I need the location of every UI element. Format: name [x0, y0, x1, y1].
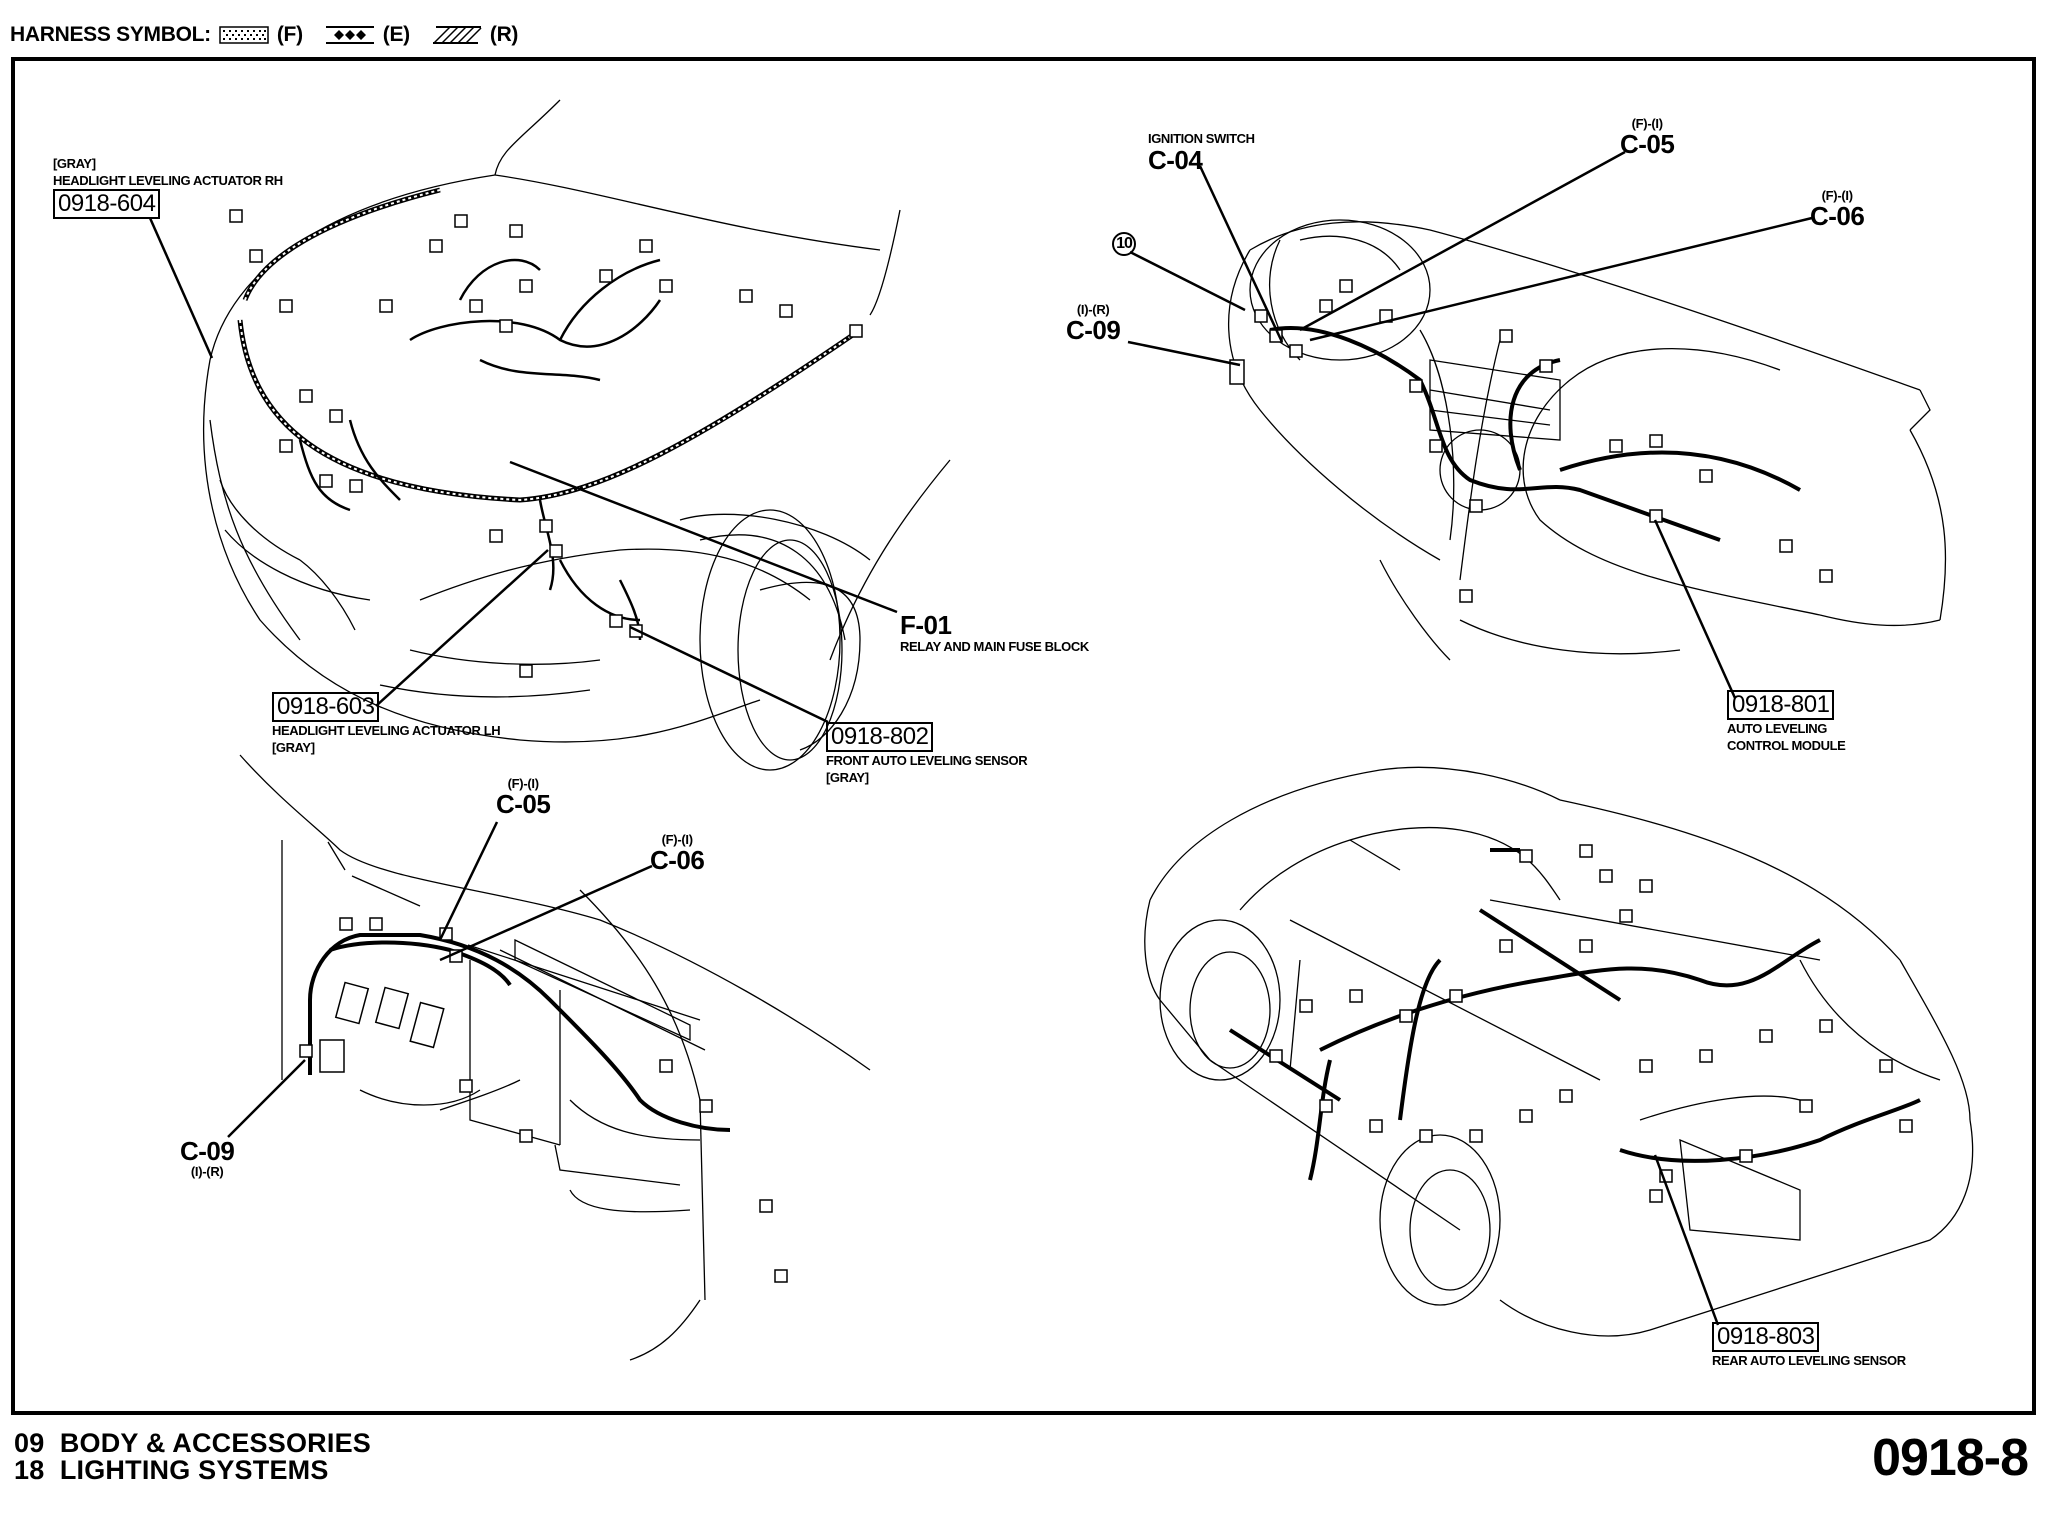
hatched-harness-symbol-icon	[432, 26, 482, 44]
legend-title: HARNESS SYMBOL:	[10, 23, 211, 46]
callout-0918-801: 0918-801 AUTO LEVELING CONTROL MODULE	[1727, 690, 1846, 754]
leader-lines	[148, 150, 1813, 1326]
callout-0918-603: 0918-603 HEADLIGHT LEVELING ACTUATOR LH …	[272, 692, 501, 756]
callout-c-06-dash-harness: (F)-(I)	[1821, 188, 1853, 203]
connector-code-c-04[interactable]: C-04	[1148, 145, 1203, 175]
harness-symbol-legend: HARNESS SYMBOL: (F) (E) (R)	[10, 20, 532, 50]
callout-0918-802: 0918-802 FRONT AUTO LEVELING SENSOR [GRA…	[826, 722, 1028, 786]
section-line-lighting-systems: 18 LIGHTING SYSTEMS	[14, 1455, 329, 1485]
dashboard-outline	[1228, 219, 1947, 661]
rear-harness	[1228, 848, 1921, 1181]
callout-c-04-dash: IGNITION SWITCH C-04	[1148, 130, 1255, 173]
callout-0918-801-desc-line1: AUTO LEVELING	[1727, 721, 1828, 736]
footwell-connectors	[299, 917, 788, 1283]
leader-c-05-dash	[1299, 150, 1626, 332]
callout-c-09-dash: (I)-(R) C-09	[1066, 302, 1121, 345]
connector-code-0918-803[interactable]: 0918-803	[1712, 1322, 1820, 1352]
leader-c-09-dash	[1127, 340, 1241, 367]
callout-0918-801-desc-line2: CONTROL MODULE	[1727, 738, 1846, 753]
callout-0918-603-desc: HEADLIGHT LEVELING ACTUATOR LH	[272, 723, 501, 738]
callout-c-09-foot-harness: (I)-(R)	[190, 1164, 224, 1179]
callout-c-04-desc: IGNITION SWITCH	[1148, 131, 1255, 146]
callout-f-01: F-01 RELAY AND MAIN FUSE BLOCK	[900, 612, 1089, 655]
diamond-harness-symbol-icon	[325, 26, 374, 44]
leader-0918-803	[1653, 1154, 1720, 1326]
callout-c-09-foot: C-09 (I)-(R)	[180, 1136, 235, 1179]
callout-c-06-foot-harness: (F)-(I)	[661, 832, 693, 847]
callout-c-05-dash-harness: (F)-(I)	[1631, 116, 1663, 131]
leader-0918-604	[148, 217, 214, 359]
legend-label-e: (E)	[382, 23, 410, 46]
rear-car-body-outline	[1144, 766, 1974, 1337]
callout-c-09-dash-harness: (I)-(R)	[1076, 302, 1110, 317]
leader-circled-10	[1129, 250, 1246, 312]
callout-0918-803: 0918-803 REAR AUTO LEVELING SENSOR	[1712, 1322, 1906, 1369]
callout-f-01-desc: RELAY AND MAIN FUSE BLOCK	[900, 639, 1089, 654]
connector-code-c-06-foot[interactable]: C-06	[650, 845, 705, 875]
dotted-harness-symbol-icon	[219, 26, 269, 44]
front-car-body-outline	[203, 99, 951, 771]
circled-marker-10: 10	[1112, 232, 1136, 256]
leader-c-06-dash	[1309, 216, 1813, 342]
connector-code-0918-801[interactable]: 0918-801	[1727, 690, 1835, 720]
footwell-harness	[308, 933, 731, 1132]
front-harness-trunk	[237, 187, 862, 503]
leader-f-01	[509, 460, 898, 614]
callout-0918-802-desc: FRONT AUTO LEVELING SENSOR	[826, 753, 1028, 768]
legend-label-r: (R)	[489, 23, 519, 46]
connector-code-0918-603[interactable]: 0918-603	[272, 692, 380, 722]
callout-0918-803-desc: REAR AUTO LEVELING SENSOR	[1712, 1353, 1906, 1368]
leader-c-09-foot	[227, 1059, 306, 1138]
connector-code-c-09-dash[interactable]: C-09	[1066, 315, 1121, 345]
callout-c-05-dash: (F)-(I) C-05	[1620, 116, 1675, 159]
section-title: 09 BODY & ACCESSORIES 18 LIGHTING SYSTEM…	[14, 1430, 371, 1484]
callout-0918-604-color: [GRAY]	[53, 156, 96, 171]
callout-0918-603-color: [GRAY]	[272, 740, 315, 755]
leader-0918-801	[1653, 519, 1737, 699]
connector-code-c-05-foot[interactable]: C-05	[496, 789, 551, 819]
page-number: 0918-8	[1872, 1429, 2029, 1487]
front-harness-branches	[298, 258, 662, 641]
callout-c-05-foot: (F)-(I) C-05	[496, 776, 551, 819]
rear-connectors	[1269, 844, 1913, 1203]
connector-code-c-05-dash[interactable]: C-05	[1620, 129, 1675, 159]
callout-c-06-foot: (F)-(I) C-06	[650, 832, 705, 875]
callout-0918-604-desc: HEADLIGHT LEVELING ACTUATOR RH	[53, 173, 283, 188]
footwell-pedals	[319, 981, 445, 1073]
callout-c-05-foot-harness: (F)-(I)	[507, 776, 539, 791]
leader-c-04-dash	[1198, 165, 1284, 343]
connector-code-f-01[interactable]: F-01	[900, 610, 952, 640]
leader-0918-603	[375, 549, 549, 707]
front-connectors	[229, 209, 863, 678]
connector-code-0918-604[interactable]: 0918-604	[53, 189, 161, 219]
callout-c-06-dash: (F)-(I) C-06	[1810, 188, 1865, 231]
legend-label-f: (F)	[276, 23, 303, 46]
front-harness-trunk-inner	[239, 189, 861, 502]
connector-code-0918-802[interactable]: 0918-802	[826, 722, 934, 752]
connector-code-c-06-dash[interactable]: C-06	[1810, 201, 1865, 231]
footwell-outline	[239, 754, 871, 1361]
callout-0918-802-color: [GRAY]	[826, 770, 869, 785]
section-line-body-accessories: 09 BODY & ACCESSORIES	[14, 1428, 371, 1458]
connector-code-c-09-foot[interactable]: C-09	[180, 1136, 235, 1166]
leader-c-06-foot	[439, 864, 653, 962]
callout-0918-604: [GRAY] HEADLIGHT LEVELING ACTUATOR RH 09…	[53, 155, 283, 219]
leader-c-05-foot	[438, 821, 499, 941]
leader-0918-802	[629, 625, 829, 724]
diagram-frame	[11, 57, 2036, 1415]
